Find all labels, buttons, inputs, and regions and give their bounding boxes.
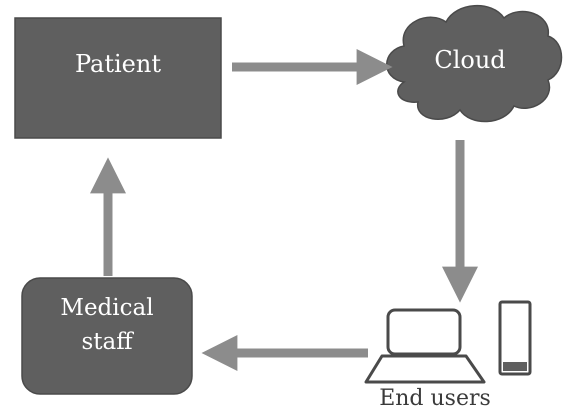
cloud-label: Cloud <box>434 46 506 74</box>
medical-staff-label-line1: Medical <box>60 295 154 321</box>
medical-staff-node <box>21 277 193 395</box>
patient-node <box>14 17 222 139</box>
medical-staff-label-line2: staff <box>81 329 133 355</box>
cloud-node <box>386 4 563 123</box>
patient-label: Patient <box>74 50 161 78</box>
phone-icon <box>498 300 532 376</box>
medical-staff-label: Medical staff <box>22 291 192 359</box>
end-users-label: End users <box>379 386 491 411</box>
laptop-icon <box>364 308 486 384</box>
